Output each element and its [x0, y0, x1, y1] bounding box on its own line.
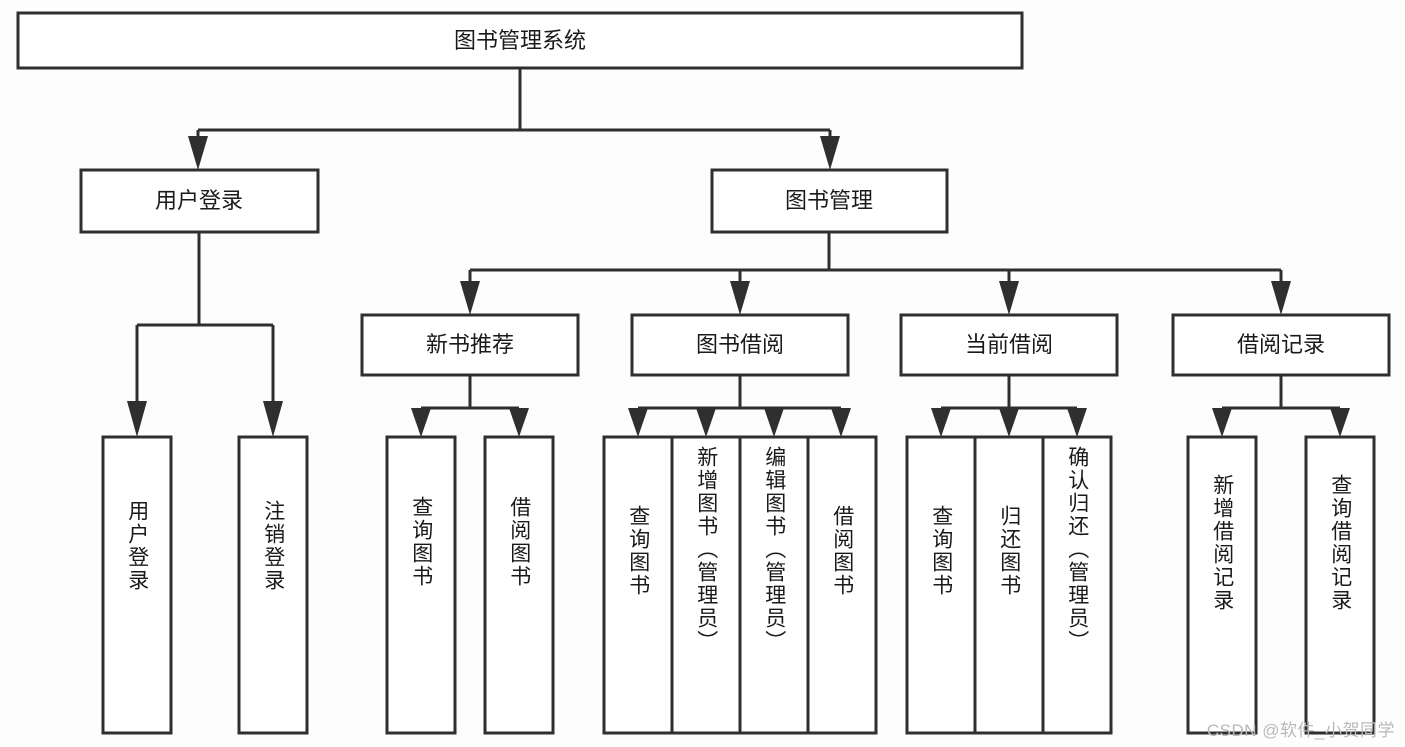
leaf-box-edit-book-admin[interactable]	[738, 435, 810, 735]
node-current-borrow[interactable]: 当前借阅	[899, 313, 1119, 377]
arrow-bookmgmt-c4	[1271, 281, 1291, 315]
leaf-box-return-book[interactable]	[973, 435, 1045, 735]
leaf-box-logout[interactable]	[237, 435, 309, 735]
node-new-book-recommend[interactable]: 新书推荐	[360, 313, 580, 377]
node-new-book-recommend-label: 新书推荐	[426, 332, 514, 357]
arrow-login-leaf1	[127, 401, 147, 437]
node-root-box	[16, 11, 1024, 70]
node-book-management-box	[710, 168, 949, 234]
leaf-box-query-book-recommend[interactable]	[385, 435, 457, 735]
arrow-current-leaf1	[931, 408, 951, 437]
node-borrow-record-label: 借阅记录	[1237, 332, 1325, 357]
leaf-box-query-borrow-record[interactable]	[1304, 435, 1376, 735]
arrow-record-leaf1	[1212, 408, 1232, 437]
leaf-box-query-book-borrow[interactable]	[602, 435, 674, 735]
node-current-borrow-label: 当前借阅	[965, 332, 1053, 357]
node-root[interactable]: 图书管理系统	[16, 11, 1024, 70]
arrow-record-leaf2	[1330, 408, 1350, 437]
arrow-bookmgmt-c3	[999, 281, 1019, 315]
node-book-borrow-label: 图书借阅	[696, 332, 784, 357]
leaf-box-add-borrow-record[interactable]	[1186, 435, 1258, 735]
arrow-login-leaf2	[263, 401, 283, 437]
arrow-bookmgmt-c2	[730, 281, 750, 315]
arrow-root-to-bookmgmt	[820, 136, 840, 170]
arrow-recommend-leaf2	[509, 408, 529, 437]
arrow-recommend-leaf1	[411, 408, 431, 437]
leaf-box-borrow-book-recommend[interactable]	[483, 435, 555, 735]
leaf-box-user-login[interactable]	[101, 435, 173, 735]
arrow-root-to-login	[188, 136, 208, 170]
arrow-bookmgmt-c1	[460, 281, 480, 315]
csdn-watermark: CSDN @软件_小贺同学	[1206, 721, 1395, 740]
arrow-borrow-leaf4	[831, 408, 851, 437]
node-current-borrow-box	[899, 313, 1119, 377]
node-new-book-recommend-box	[360, 313, 580, 377]
node-book-borrow-box	[630, 313, 850, 377]
node-book-borrow[interactable]: 图书借阅	[630, 313, 850, 377]
node-book-management[interactable]: 图书管理	[710, 168, 949, 234]
arrow-current-leaf2	[999, 408, 1019, 437]
leaf-box-query-book-current[interactable]	[905, 435, 977, 735]
arrow-borrow-leaf3	[764, 408, 784, 437]
leaf-box-borrow-book[interactable]	[806, 435, 878, 735]
node-root-label: 图书管理系统	[454, 28, 586, 53]
node-book-management-label: 图书管理	[785, 188, 873, 213]
node-user-login-label: 用户登录	[155, 188, 243, 213]
leaf-box-confirm-return-admin[interactable]	[1041, 435, 1113, 735]
arrow-borrow-leaf2	[696, 408, 716, 437]
node-borrow-record[interactable]: 借阅记录	[1171, 313, 1391, 377]
leaf-box-add-book-admin[interactable]	[670, 435, 742, 735]
arrow-borrow-leaf1	[628, 408, 648, 437]
node-borrow-record-box	[1171, 313, 1391, 377]
arrow-current-leaf3	[1067, 408, 1087, 437]
node-user-login[interactable]: 用户登录	[79, 168, 320, 234]
